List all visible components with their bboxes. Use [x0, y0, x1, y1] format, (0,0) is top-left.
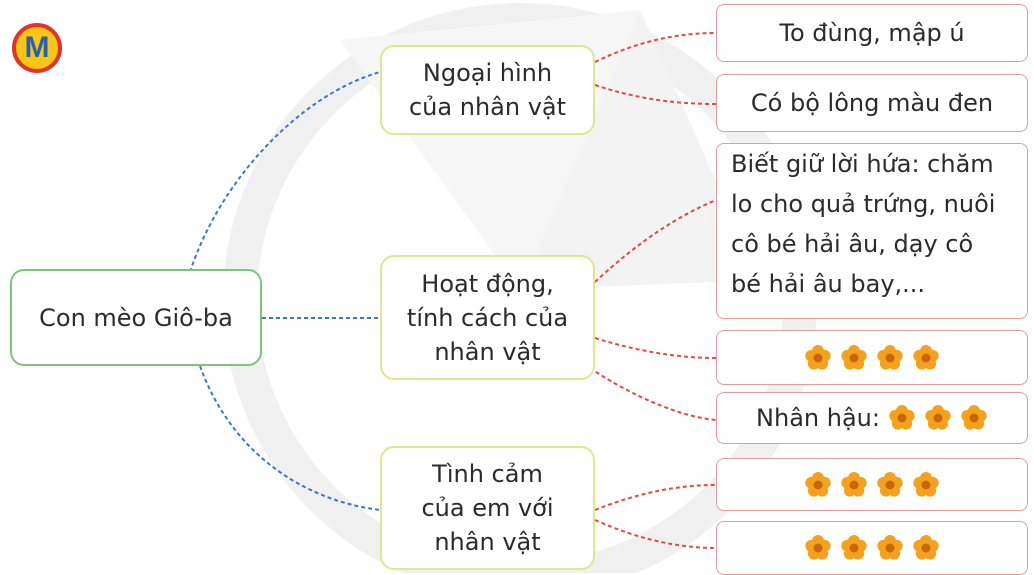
flower-star-icon: [841, 344, 867, 370]
flower-star-icon: [961, 405, 987, 430]
leaf-text-line: bé hải âu bay,...: [731, 270, 926, 298]
connector-branch-1-leaf-1: [594, 32, 717, 63]
branch-label-line: của em với: [421, 494, 554, 522]
branch-my-feelings: Tình cảm của em với nhân vật: [380, 446, 595, 570]
connector-branch-2-leaf-3: [589, 367, 717, 421]
star-rating: [804, 344, 940, 372]
flower-star-icon: [841, 535, 867, 560]
leaf-keeps-promise: Biết giữ lời hứa: chăm lo cho quả trứng,…: [716, 143, 1028, 319]
model-badge: M: [12, 23, 62, 73]
flower-star-icon: [877, 344, 903, 370]
leaf-kind-hearted: Nhân hậu:: [716, 392, 1028, 444]
leaf-rating-4-stars-c: [716, 521, 1028, 575]
leaf-text-line: lo cho quả trứng, nuôi: [731, 190, 996, 218]
branch-label-line: Tình cảm: [432, 460, 543, 488]
branch-label-line: nhân vật: [434, 528, 541, 556]
connector-branch-3-leaf-2: [594, 519, 717, 549]
root-label: Con mèo Giô-ba: [39, 303, 233, 332]
flower-star-icon: [877, 471, 903, 497]
connector-branch-2-leaf-1: [594, 199, 717, 283]
leaf-appearance-2: Có bộ lông màu đen: [716, 74, 1028, 132]
flower-star-icon: [889, 405, 915, 430]
root-node: Con mèo Giô-ba: [10, 269, 262, 366]
branch-label-line: Ngoại hình: [422, 59, 553, 87]
leaf-text-line: cô bé hải âu, dạy cô: [731, 230, 974, 258]
flower-star-icon: [805, 471, 831, 497]
branch-label-line: nhân vật: [434, 337, 541, 366]
branch-appearance: Ngoại hình của nhân vật: [380, 45, 595, 135]
star-rating: [804, 534, 940, 562]
flower-star-icon: [913, 471, 939, 497]
flower-star-icon: [877, 535, 903, 560]
connector-root-branch-1: [189, 71, 381, 273]
leaf-text-line: Biết giữ lời hứa: chăm: [731, 150, 994, 178]
leaf-text: To đùng, mập ú: [779, 19, 965, 47]
leaf-text: Có bộ lông màu đen: [750, 89, 994, 117]
flower-star-icon: [841, 471, 867, 497]
flower-star-icon: [805, 344, 831, 370]
leaf-text: Nhân hậu:: [756, 404, 880, 432]
connector-branch-3-leaf-1: [594, 484, 717, 511]
leaf-rating-4-stars-a: [716, 330, 1028, 385]
connector-branch-1-leaf-2: [594, 84, 717, 105]
leaf-appearance-1: To đùng, mập ú: [716, 4, 1028, 62]
badge-label: M: [24, 31, 50, 64]
branch-label-line: tính cách của: [406, 303, 569, 332]
flower-star-icon: [913, 344, 939, 370]
branch-label-line: Hoạt động,: [421, 269, 554, 298]
leaf-rating-4-stars-b: [716, 458, 1028, 511]
star-rating: [888, 404, 988, 432]
flower-star-icon: [913, 535, 939, 560]
connector-branch-2-leaf-2: [594, 337, 717, 359]
connector-root-branch-3: [199, 365, 381, 511]
flower-star-icon: [925, 405, 951, 430]
flower-star-icon: [805, 535, 831, 560]
branch-label-line: của nhân vật: [408, 93, 567, 121]
star-rating: [804, 471, 940, 499]
branch-activity-personality: Hoạt động, tính cách của nhân vật: [380, 255, 595, 380]
